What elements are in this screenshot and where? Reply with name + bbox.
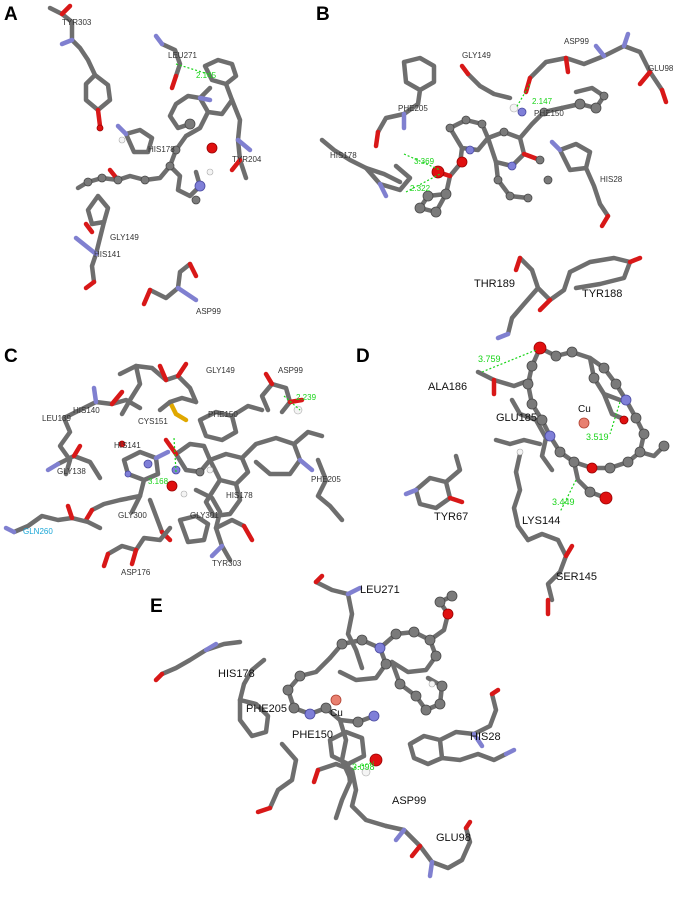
res-label: HIS141: [114, 441, 141, 450]
res-label: HIS28: [600, 175, 623, 184]
res-label: HIS140: [73, 406, 100, 415]
res-label: GLY149: [110, 233, 139, 242]
res-label: GLY149: [206, 366, 235, 375]
panel-b-structure: [319, 31, 669, 229]
res-label: TYR67: [434, 511, 468, 523]
res-label: PHE150: [534, 109, 564, 118]
res-label: HIS141: [94, 250, 121, 259]
res-label: PHE205: [246, 703, 287, 715]
res-label: HIS28: [470, 731, 501, 743]
res-label: TYR188: [582, 288, 622, 300]
res-label: ASP99: [564, 37, 589, 46]
panel-d-structure: [403, 255, 670, 617]
res-label: PHE205: [311, 475, 341, 484]
metal-label: Cu: [578, 404, 591, 415]
res-label: HIS178: [148, 145, 175, 154]
panel-b: B: [316, 4, 674, 229]
res-label: CYS151: [138, 417, 168, 426]
res-label: ASP99: [278, 366, 303, 375]
distance-label: 3.098: [352, 762, 375, 772]
panel-c-letter: C: [4, 346, 18, 367]
distance-label: 3.369: [414, 157, 435, 166]
distance-label: 3.519: [586, 432, 609, 442]
res-label: LYS144: [522, 515, 560, 527]
distance-label: 2.239: [296, 393, 317, 402]
res-label: TYR303: [62, 18, 92, 27]
res-label: GLY149: [462, 51, 491, 60]
res-label: ALA186: [428, 381, 467, 393]
res-label: HIS178: [330, 151, 357, 160]
panel-a-letter: A: [4, 4, 18, 25]
distance-label: 2.145: [196, 71, 217, 80]
res-label: ASP99: [392, 795, 426, 807]
res-label: PHE205: [398, 104, 428, 113]
panel-a-structure: [47, 3, 253, 307]
panel-c-structure: [3, 361, 345, 569]
res-label: GLY138: [57, 467, 86, 476]
panel-b-letter: B: [316, 4, 330, 25]
panel-a: A: [4, 3, 262, 316]
res-label: GLU98: [436, 832, 471, 844]
res-label: LEU271: [360, 584, 400, 596]
res-label: GLY300: [118, 511, 147, 520]
res-label: LEU271: [168, 51, 197, 60]
metal-label: Cu: [330, 708, 343, 719]
panel-c: C: [3, 346, 345, 577]
res-label: THR189: [474, 278, 515, 290]
distance-label: 2.322: [410, 184, 431, 193]
res-label: GLU185: [496, 412, 537, 424]
res-label: GLN260: [23, 527, 53, 536]
res-label: TYR204: [232, 155, 262, 164]
res-label: HIS178: [218, 668, 255, 680]
res-label: HIS178: [226, 491, 253, 500]
res-label: LEU139: [42, 414, 71, 423]
distance-label: 3.449: [552, 497, 575, 507]
distance-label: 3.168: [148, 477, 169, 486]
res-label: GLU98: [648, 64, 674, 73]
panel-e-letter: E: [150, 596, 163, 617]
res-label: PHE150: [292, 729, 333, 741]
panel-d-letter: D: [356, 346, 370, 367]
panel-e: E: [150, 573, 517, 879]
res-label: ASP176: [121, 568, 151, 577]
res-label: ASP99: [196, 307, 221, 316]
distance-label: 3.759: [478, 354, 501, 364]
res-label: GLY301: [190, 511, 219, 520]
res-label: SER145: [556, 571, 597, 583]
res-label: PHE150: [208, 410, 238, 419]
distance-label: 2.147: [532, 97, 553, 106]
res-label: TYR303: [212, 559, 242, 568]
panel-e-structure: [153, 573, 517, 879]
panel-d: D: [356, 255, 670, 617]
